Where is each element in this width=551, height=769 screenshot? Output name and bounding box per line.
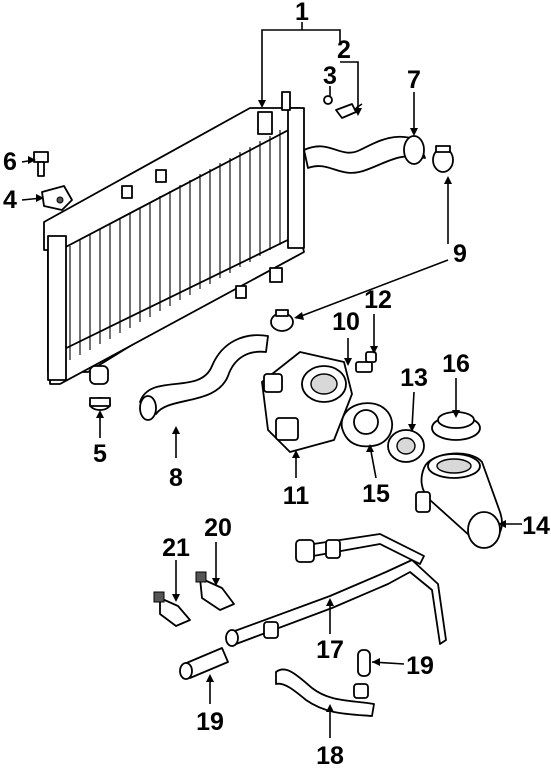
callout-16: 16 — [442, 350, 470, 378]
water-pipe — [225, 533, 447, 647]
callout-10: 10 — [332, 308, 360, 336]
bolt — [33, 151, 49, 177]
radiator — [43, 91, 305, 385]
callout-8: 8 — [169, 464, 183, 492]
temperature-sensor — [195, 571, 235, 611]
lower-mount-insulator — [89, 397, 111, 411]
upper-radiator-hose — [303, 135, 426, 174]
mounting-bracket — [41, 185, 73, 211]
callout-20: 20 — [204, 514, 232, 542]
hose-clamp-lower — [270, 309, 294, 332]
callout-21: 21 — [162, 534, 190, 562]
callout-14: 14 — [522, 512, 550, 540]
callout-2: 2 — [337, 36, 351, 64]
hose-clamp — [432, 145, 454, 173]
temperature-switch — [153, 591, 191, 627]
thermostat-housing — [261, 351, 353, 453]
callout-12: 12 — [364, 286, 392, 314]
callout-labels: 1 2 3 4 5 6 7 8 9 10 11 12 13 14 15 16 1… — [3, 0, 550, 769]
callout-7: 7 — [407, 66, 421, 94]
gasket — [341, 402, 394, 448]
thermostat — [387, 429, 425, 463]
callout-6: 6 — [3, 148, 17, 176]
callout-3: 3 — [323, 62, 337, 90]
hose-left — [179, 647, 229, 680]
lower-radiator-hose — [139, 334, 269, 421]
hose-right — [357, 649, 371, 677]
callout-11: 11 — [283, 482, 310, 510]
callout-15: 15 — [362, 480, 390, 508]
callout-17: 17 — [316, 636, 344, 664]
temperature-sender — [355, 351, 377, 373]
hose-clamp-small — [323, 95, 333, 105]
callout-19-left: 19 — [196, 708, 224, 736]
callout-18: 18 — [316, 742, 344, 769]
callout-5: 5 — [93, 440, 107, 468]
leader-arrowheads — [28, 100, 506, 712]
water-outlet — [415, 452, 503, 549]
callout-4: 4 — [3, 186, 17, 214]
callout-9: 9 — [453, 240, 467, 268]
callout-19-right: 19 — [406, 652, 434, 680]
callout-13: 13 — [400, 364, 428, 392]
bypass-hose — [275, 668, 375, 717]
callout-1: 1 — [295, 0, 309, 26]
radiator-fins — [69, 130, 281, 360]
